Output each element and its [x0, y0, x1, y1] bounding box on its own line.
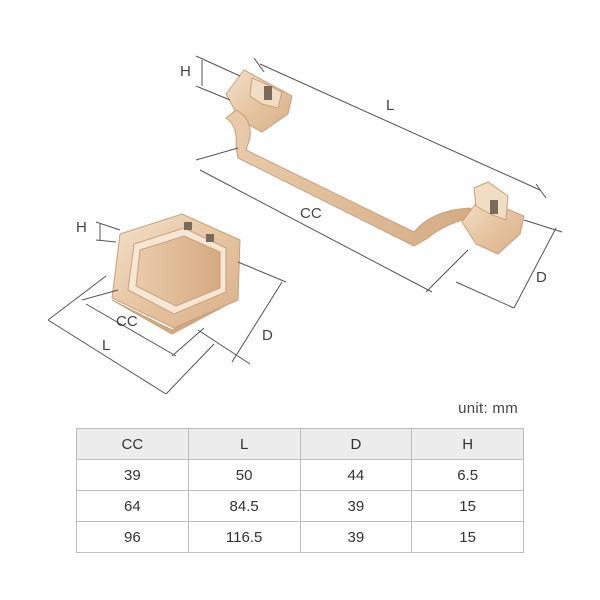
- cell-d: 39: [299, 490, 413, 522]
- header-h: H: [411, 428, 524, 460]
- handle-cc-label: CC: [300, 205, 322, 222]
- product-dimension-drawing: H L CC D H CC L D: [47, 55, 563, 395]
- cell-l: 84.5: [187, 490, 301, 522]
- hex-length-label: L: [102, 337, 110, 354]
- hex-height-label: H: [76, 219, 87, 236]
- cell-cc: 64: [76, 490, 189, 522]
- hex-dimensions: [47, 221, 287, 395]
- cell-l: 116.5: [187, 521, 301, 553]
- cell-h: 6.5: [411, 459, 524, 491]
- unit-label: unit: mm: [458, 400, 518, 417]
- table-row: 96 116.5 39 15: [76, 521, 524, 553]
- cell-h: 15: [411, 490, 524, 522]
- handle-dimensions: [195, 55, 563, 309]
- hex-ring-face: [135, 235, 221, 307]
- dimension-table: CC L D H 39 50 44 6.5 64 84.5 39 15 96 1…: [76, 428, 524, 553]
- header-l: L: [187, 428, 301, 460]
- cell-l: 50: [187, 459, 301, 491]
- cell-h: 15: [411, 521, 524, 553]
- hex-depth-label: D: [262, 327, 273, 344]
- cell-cc: 96: [76, 521, 189, 553]
- bar-handle-illustration: [225, 69, 525, 255]
- cell-d: 44: [299, 459, 413, 491]
- cell-d: 39: [299, 521, 413, 553]
- handle-length-label: L: [386, 97, 394, 114]
- table-row: 39 50 44 6.5: [76, 459, 524, 491]
- table-header-row: CC L D H: [76, 428, 524, 460]
- hex-cc-label: CC: [116, 313, 138, 330]
- table-row: 64 84.5 39 15: [76, 490, 524, 522]
- hexagon-pull-illustration: [111, 213, 241, 335]
- cell-cc: 39: [76, 459, 189, 491]
- handle-depth-label: D: [536, 269, 547, 286]
- handle-height-label: H: [180, 63, 191, 80]
- header-d: D: [299, 428, 413, 460]
- header-cc: CC: [76, 428, 189, 460]
